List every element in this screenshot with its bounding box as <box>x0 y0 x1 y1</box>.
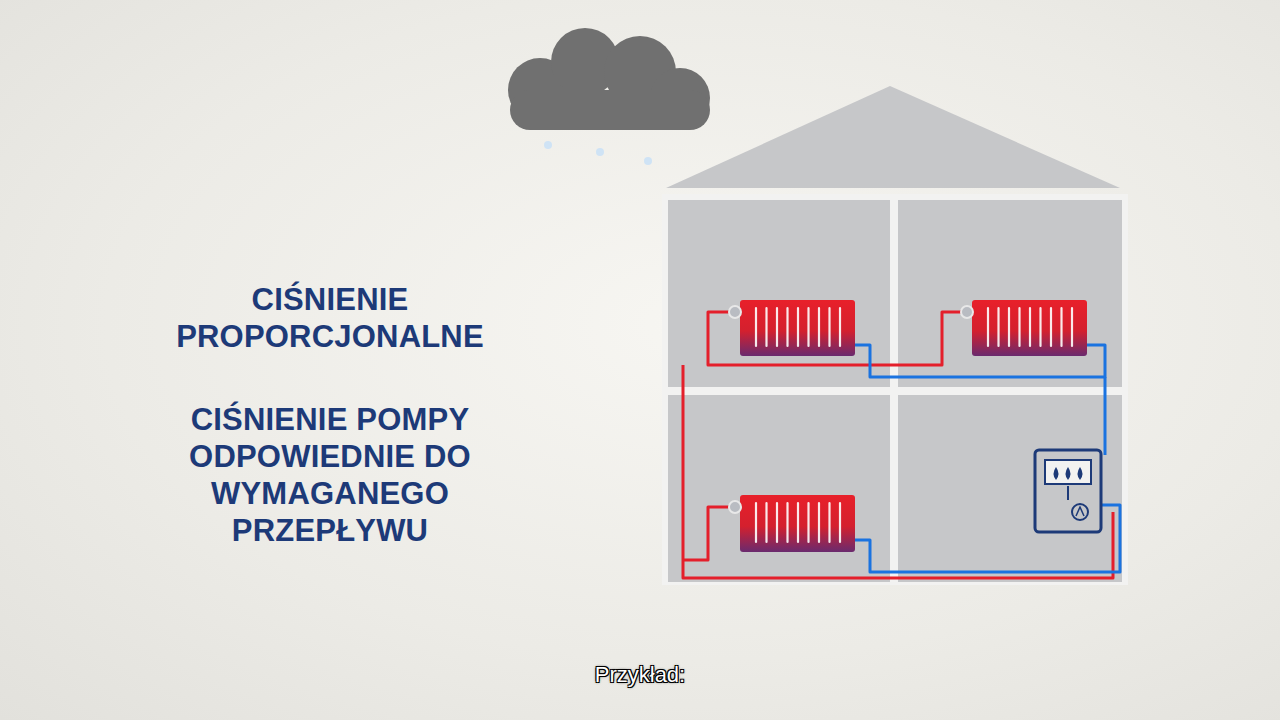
cloud <box>508 28 710 130</box>
snowflakes <box>544 141 652 165</box>
boiler <box>1035 450 1101 532</box>
subtitle: Przykład: <box>240 662 1040 688</box>
house <box>662 86 1128 585</box>
heading: CIŚNIENIE PROPORCJONALNE <box>150 281 510 355</box>
radiator-fins <box>756 308 1072 542</box>
return-pipe <box>855 345 1120 572</box>
description-text: CIŚNIENIE POMPY ODPOWIEDNIE DO WYMAGANEG… <box>150 401 510 549</box>
radiators <box>729 300 1087 552</box>
